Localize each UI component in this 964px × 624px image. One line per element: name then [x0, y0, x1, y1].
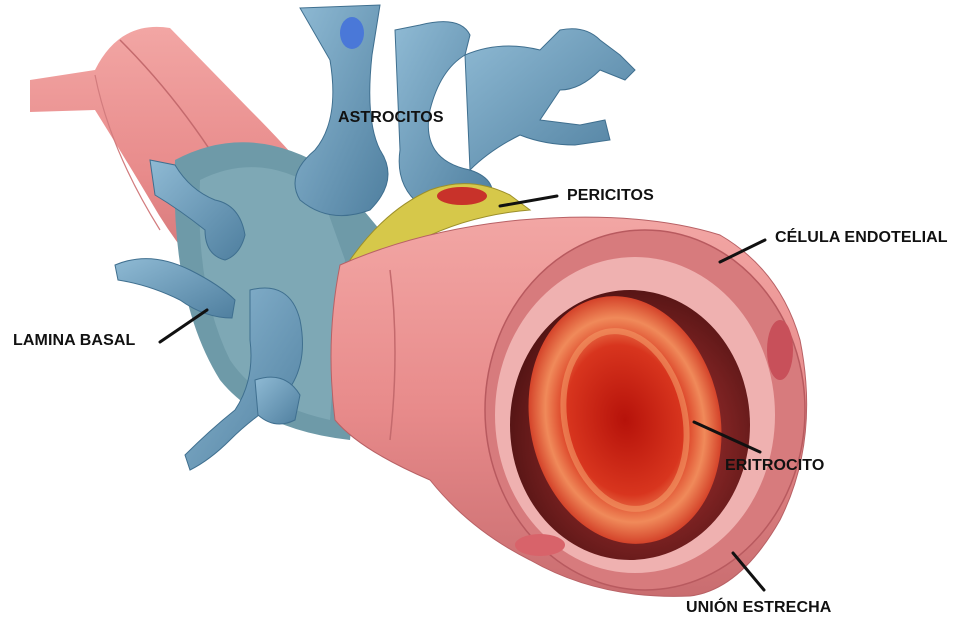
- label-union-estrecha: UNIÓN ESTRECHA: [686, 599, 831, 617]
- label-eritrocito: ERITROCITO: [725, 457, 824, 475]
- label-pericitos: PERICITOS: [567, 187, 654, 205]
- label-astrocitos: ASTROCITOS: [338, 109, 444, 127]
- endothelial-nucleus: [515, 534, 565, 556]
- label-lamina-basal: LAMINA BASAL: [13, 332, 135, 350]
- endothelial-nucleus: [767, 320, 793, 380]
- label-celula-endotelial: CÉLULA ENDOTELIAL: [775, 229, 948, 247]
